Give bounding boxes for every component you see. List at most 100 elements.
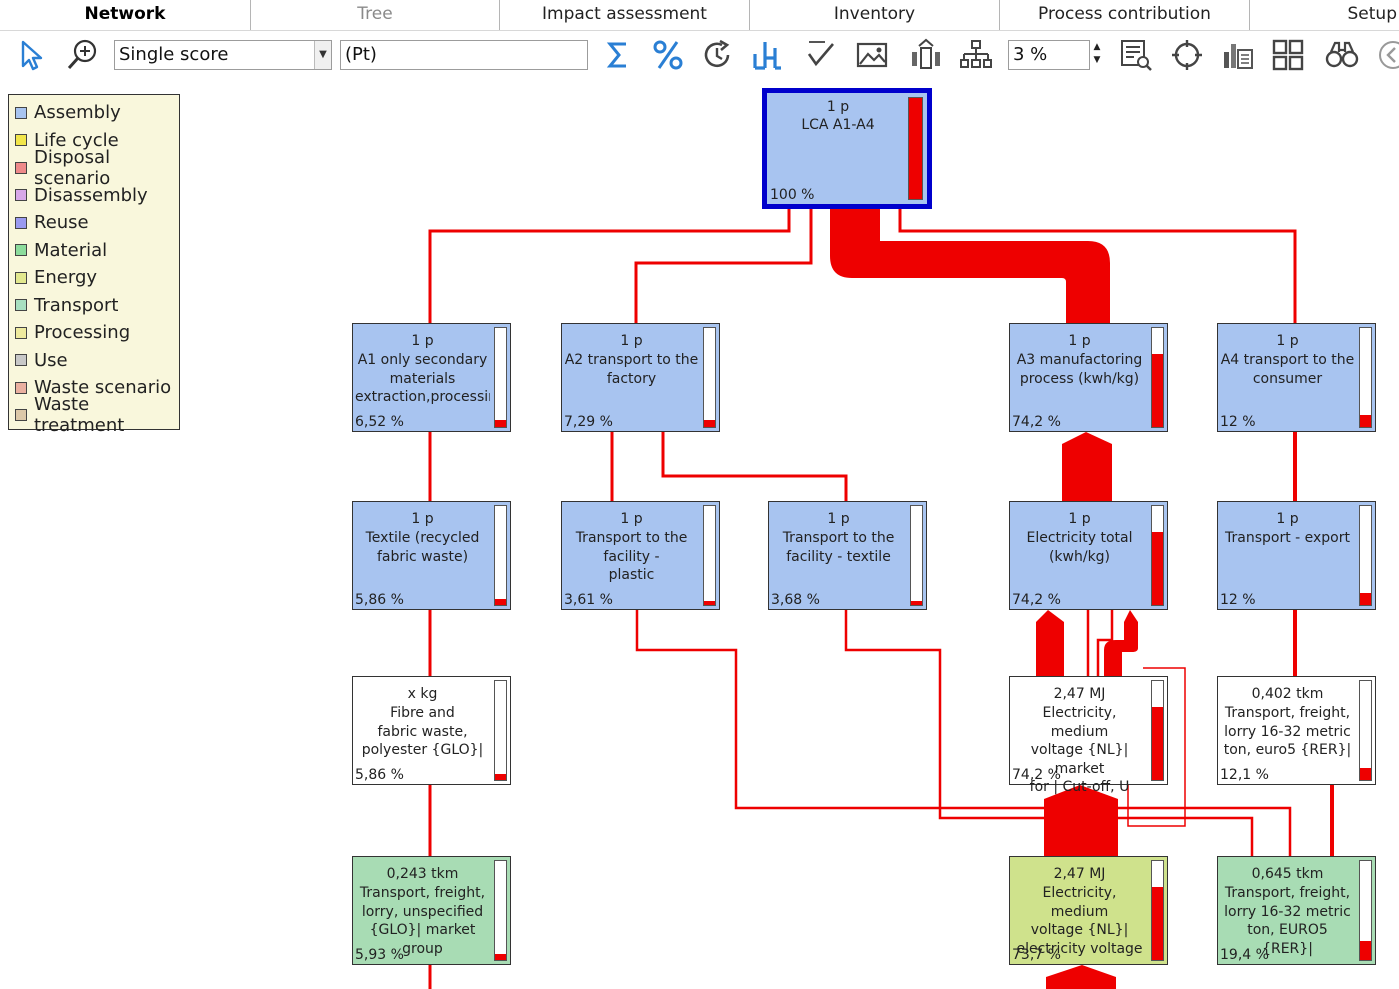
flow-elec-thin-b [1096,610,1114,677]
cutoff-value: 3 % [1013,44,1048,65]
flow-tplastic-lorry [635,610,1292,857]
legend-swatch [15,106,27,119]
node-contribution-fill [1360,941,1371,960]
tab-tree[interactable]: Tree [251,0,500,30]
node-contribution-fill [909,98,922,199]
legend-swatch [15,326,27,339]
node-label: Transport, freight, lorry, unspecified {… [359,885,486,957]
node-label: Transport to the facility - plastic [575,530,688,583]
node-contribution-fill [495,774,506,780]
legend-swatch [15,381,27,394]
node-contribution-fill [1360,415,1371,427]
node-contribution-fill [495,420,506,427]
flow-a3 [830,205,1110,324]
score-type-select[interactable]: Single score ▼ [114,40,332,70]
toolbar: Single score ▼ (Pt) 3 % ▲▼ [0,31,1399,83]
chart-icon[interactable] [1218,35,1258,75]
node-contribution-bar [1359,860,1372,961]
node-percentage: 6,52 % [355,414,404,430]
node-percentage: 74,2 % [1012,592,1061,608]
upload-icon[interactable] [906,35,946,75]
node-percentage: 12,1 % [1220,767,1269,783]
node-electricity-market[interactable]: 2,47 MJ Electricity, medium voltage {NL}|… [1009,676,1168,795]
zoom-icon[interactable] [62,35,102,75]
node-percentage: 12 % [1220,414,1256,430]
legend-swatch [15,189,27,202]
node-percentage: 7,29 % [564,414,613,430]
legend-label: Reuse [34,212,89,234]
refresh-icon[interactable] [697,35,737,75]
back-icon[interactable] [1376,35,1399,75]
target-icon[interactable] [1167,35,1207,75]
legend-label: Disposal scenario [34,146,111,189]
legend-label: Use [34,349,68,371]
node-quantity: 0,645 tkm [1251,866,1324,882]
node-label: Transport - export [1225,530,1350,546]
node-label: Transport to the facility - textile [782,530,895,565]
legend-item: Reuse [9,209,179,237]
legend-item: Transport [9,292,179,320]
network-layout-icon[interactable] [748,35,788,75]
tab-setup[interactable]: Setup [1347,4,1397,24]
tab-impact-assessment[interactable]: Impact assessment [500,0,750,30]
legend-swatch [15,299,27,312]
node-contribution-fill [704,420,715,427]
flow-ttextile [661,432,848,502]
node-percentage: 12 % [1220,592,1256,608]
node-percentage: 74,2 % [1012,414,1061,430]
stepper-arrows-icon[interactable]: ▲▼ [1093,42,1101,65]
grid-icon[interactable] [1268,35,1308,75]
tab-inventory[interactable]: Inventory [750,0,1000,30]
node-contribution-fill [495,954,506,960]
tab-network[interactable]: Network [0,0,251,30]
node-contribution-bar [494,860,507,961]
node-contribution-bar [494,505,507,606]
flow-elec-total [1062,432,1112,502]
node-quantity: 2,47 MJ [1053,686,1106,702]
node-quantity: 1 p [1276,333,1299,349]
chevron-down-icon[interactable]: ▼ [314,41,331,69]
check-icon[interactable] [800,35,840,75]
report-icon[interactable] [1116,35,1156,75]
hierarchy-icon[interactable] [956,35,996,75]
tab-process-contribution[interactable]: Process contribution [1000,0,1250,30]
node-contribution-bar [1359,680,1372,781]
select-pointer-icon[interactable] [10,35,50,75]
node-percentage: 5,86 % [355,767,404,783]
binoculars-icon[interactable] [1322,35,1362,75]
node-quantity: 2,47 MJ [1053,866,1106,882]
node-quantity: 1 p [826,99,850,115]
node-percentage: 100 % [770,187,815,203]
image-icon[interactable] [852,35,892,75]
node-contribution-bar [703,505,716,606]
cutoff-stepper[interactable]: 3 % ▲▼ [1008,40,1100,70]
node-contribution-bar [494,327,507,428]
percent-icon[interactable] [648,35,688,75]
sigma-icon[interactable] [598,35,638,75]
legend-swatch [15,244,27,257]
node-quantity: 1 p [411,333,434,349]
node-label: Electricity, medium voltage {NL}| market… [1029,705,1130,795]
flow-ttextile-lorry [844,610,1254,857]
unit-field[interactable]: (Pt) [340,40,588,70]
node-contribution-fill [495,599,506,605]
node-quantity: 1 p [1068,511,1091,527]
legend-swatch [15,409,27,422]
node-label: Transport, freight, lorry 16-32 metric t… [1224,885,1351,957]
legend-swatch [15,161,27,174]
